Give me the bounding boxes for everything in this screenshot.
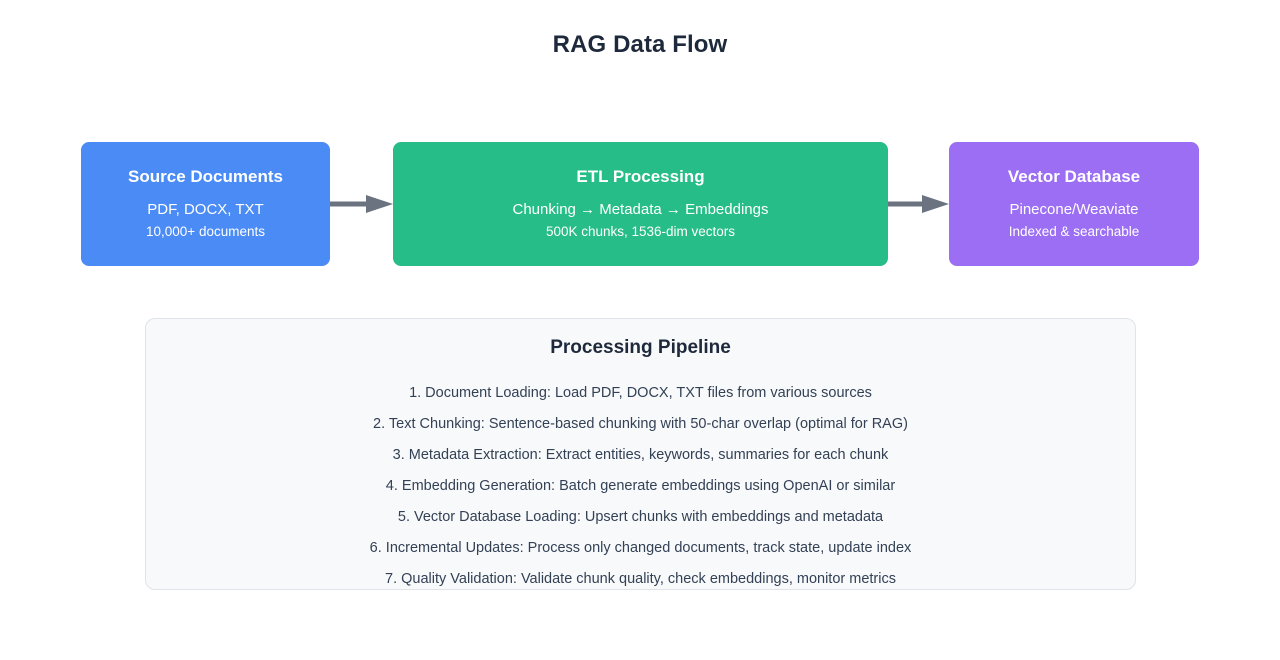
arrow-right-icon <box>330 195 393 213</box>
processing-pipeline-panel: Processing Pipeline 1. Document Loading:… <box>145 318 1136 590</box>
stage-box-etl-processing: ETL Processing Chunking → Metadata → Emb… <box>393 142 888 266</box>
stage-box-source-documents: Source Documents PDF, DOCX, TXT 10,000+ … <box>81 142 330 266</box>
stage-detail-primary: PDF, DOCX, TXT <box>147 201 264 219</box>
pipeline-step: 3. Metadata Extraction: Extract entities… <box>392 447 889 463</box>
pipeline-step: 7. Quality Validation: Validate chunk qu… <box>385 571 896 587</box>
pipeline-steps-list: 1. Document Loading: Load PDF, DOCX, TXT… <box>146 378 1135 595</box>
stage-detail-secondary: 10,000+ documents <box>146 224 265 240</box>
stage-box-vector-database: Vector Database Pinecone/Weaviate Indexe… <box>949 142 1199 266</box>
page-title: RAG Data Flow <box>552 31 728 58</box>
pipeline-step: 2. Text Chunking: Sentence-based chunkin… <box>373 416 908 432</box>
stage-title: Vector Database <box>1007 166 1141 186</box>
flow-diagram: Source Documents PDF, DOCX, TXT 10,000+ … <box>81 142 1199 266</box>
pipeline-step: 4. Embedding Generation: Batch generate … <box>385 478 896 494</box>
pipeline-step: 1. Document Loading: Load PDF, DOCX, TXT… <box>409 385 872 401</box>
pipeline-step: 6. Incremental Updates: Process only cha… <box>369 540 912 556</box>
stage-detail-secondary: Indexed & searchable <box>1008 224 1140 240</box>
arrow-right-icon <box>888 195 949 213</box>
stage-detail-secondary: 500K chunks, 1536-dim vectors <box>545 224 736 240</box>
stage-title: Source Documents <box>128 166 283 186</box>
stage-title: ETL Processing <box>576 166 705 186</box>
stage-detail-primary: Pinecone/Weaviate <box>1009 201 1139 219</box>
pipeline-title: Processing Pipeline <box>550 337 731 358</box>
pipeline-step: 5. Vector Database Loading: Upsert chunk… <box>397 509 884 525</box>
stage-detail-primary: Chunking → Metadata → Embeddings <box>512 201 769 219</box>
